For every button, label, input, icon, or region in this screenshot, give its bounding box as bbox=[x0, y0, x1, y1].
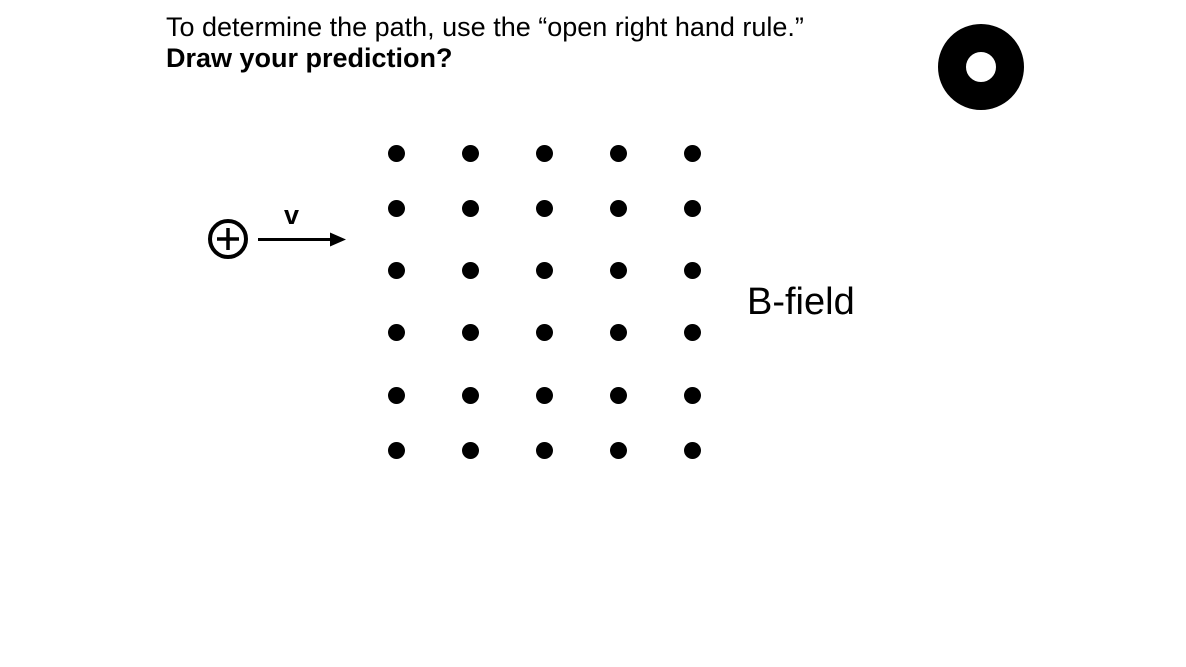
field-dot bbox=[387, 199, 405, 217]
field-dot bbox=[683, 261, 701, 279]
field-dot bbox=[387, 441, 405, 459]
field-dot bbox=[609, 386, 627, 404]
field-dot bbox=[683, 441, 701, 459]
field-dot bbox=[461, 323, 479, 341]
field-dot bbox=[387, 323, 405, 341]
field-dot bbox=[609, 261, 627, 279]
field-dot bbox=[609, 199, 627, 217]
black-ring-icon bbox=[938, 24, 1024, 110]
field-dot bbox=[683, 199, 701, 217]
field-dot bbox=[535, 261, 553, 279]
field-dot bbox=[461, 386, 479, 404]
field-dot bbox=[609, 144, 627, 162]
field-dot bbox=[609, 441, 627, 459]
field-dot bbox=[683, 323, 701, 341]
field-dot bbox=[387, 261, 405, 279]
field-dot bbox=[461, 261, 479, 279]
field-dot bbox=[535, 199, 553, 217]
field-dot bbox=[683, 144, 701, 162]
field-dot bbox=[535, 323, 553, 341]
field-dot bbox=[461, 199, 479, 217]
field-dot bbox=[535, 441, 553, 459]
header-text-block: To determine the path, use the “open rig… bbox=[166, 12, 804, 74]
velocity-arrow-icon bbox=[258, 232, 346, 247]
field-dot bbox=[609, 323, 627, 341]
field-dot bbox=[461, 441, 479, 459]
field-dot bbox=[387, 144, 405, 162]
positive-charge-icon bbox=[208, 219, 248, 259]
prompt-text: Draw your prediction? bbox=[166, 43, 453, 73]
field-dot bbox=[535, 386, 553, 404]
field-dot bbox=[387, 386, 405, 404]
instruction-text: To determine the path, use the “open rig… bbox=[166, 12, 804, 42]
b-field-label: B-field bbox=[747, 281, 855, 323]
field-dot bbox=[535, 144, 553, 162]
velocity-label: v bbox=[284, 200, 300, 230]
charge-circle bbox=[208, 219, 248, 259]
field-dot bbox=[461, 144, 479, 162]
field-dot bbox=[683, 386, 701, 404]
plus-sign bbox=[217, 228, 239, 250]
